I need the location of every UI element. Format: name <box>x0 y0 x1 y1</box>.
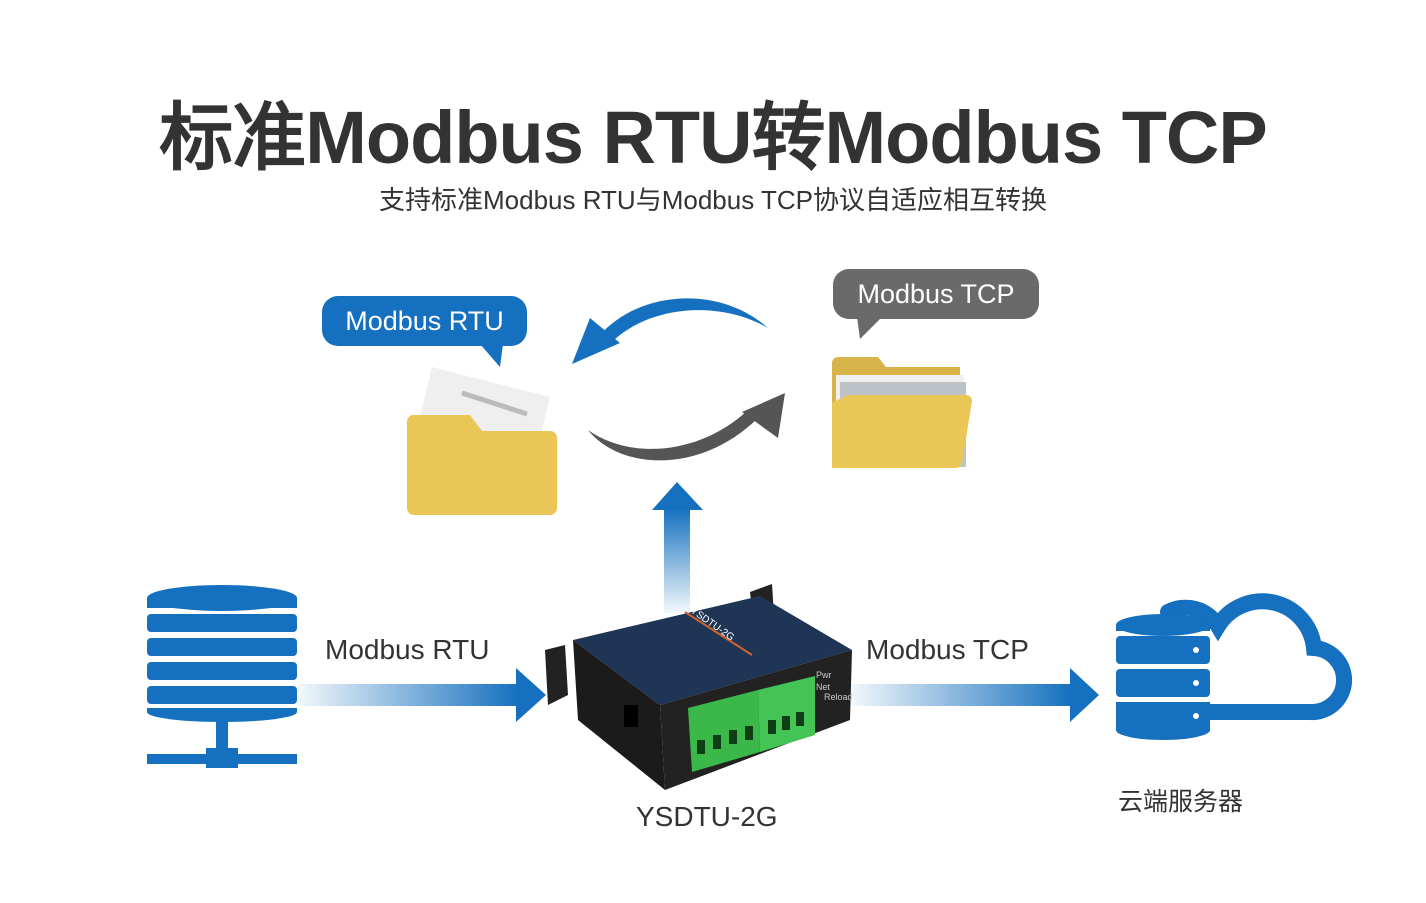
bubble-tail-tcp <box>857 317 882 339</box>
cloud-server-icon <box>1116 593 1352 740</box>
folder-rtu-icon <box>406 367 557 515</box>
flow-label-tcp: Modbus TCP <box>866 634 1029 665</box>
bubble-tail-rtu <box>480 344 503 367</box>
page-title: 标准Modbus RTU转Modbus TCP <box>159 96 1267 179</box>
bubble-modbus-tcp: Modbus TCP <box>833 269 1039 319</box>
arrow-up-to-protocols <box>652 482 703 613</box>
arrow-rtu-to-tcp <box>588 393 785 461</box>
svg-text:Net: Net <box>816 682 831 692</box>
page-subtitle: 支持标准Modbus RTU与Modbus TCP协议自适应相互转换 <box>379 185 1047 215</box>
folder-tcp-icon <box>832 357 972 469</box>
cloud-server-label: 云端服务器 <box>1118 788 1244 816</box>
ysdtu-2g-device-image: Pwr Net Reload YSDTU-2G <box>545 584 853 790</box>
arrow-rtu-to-device <box>297 668 546 722</box>
svg-text:Reload: Reload <box>824 692 853 702</box>
database-icon <box>147 585 297 768</box>
svg-text:Pwr: Pwr <box>816 670 832 680</box>
arrow-tcp-to-rtu <box>572 298 768 364</box>
device-name-label: YSDTU-2G <box>636 801 778 832</box>
bubble-modbus-rtu: Modbus RTU <box>322 296 527 346</box>
arrow-device-to-cloud <box>850 668 1099 722</box>
flow-label-rtu: Modbus RTU <box>325 634 490 665</box>
